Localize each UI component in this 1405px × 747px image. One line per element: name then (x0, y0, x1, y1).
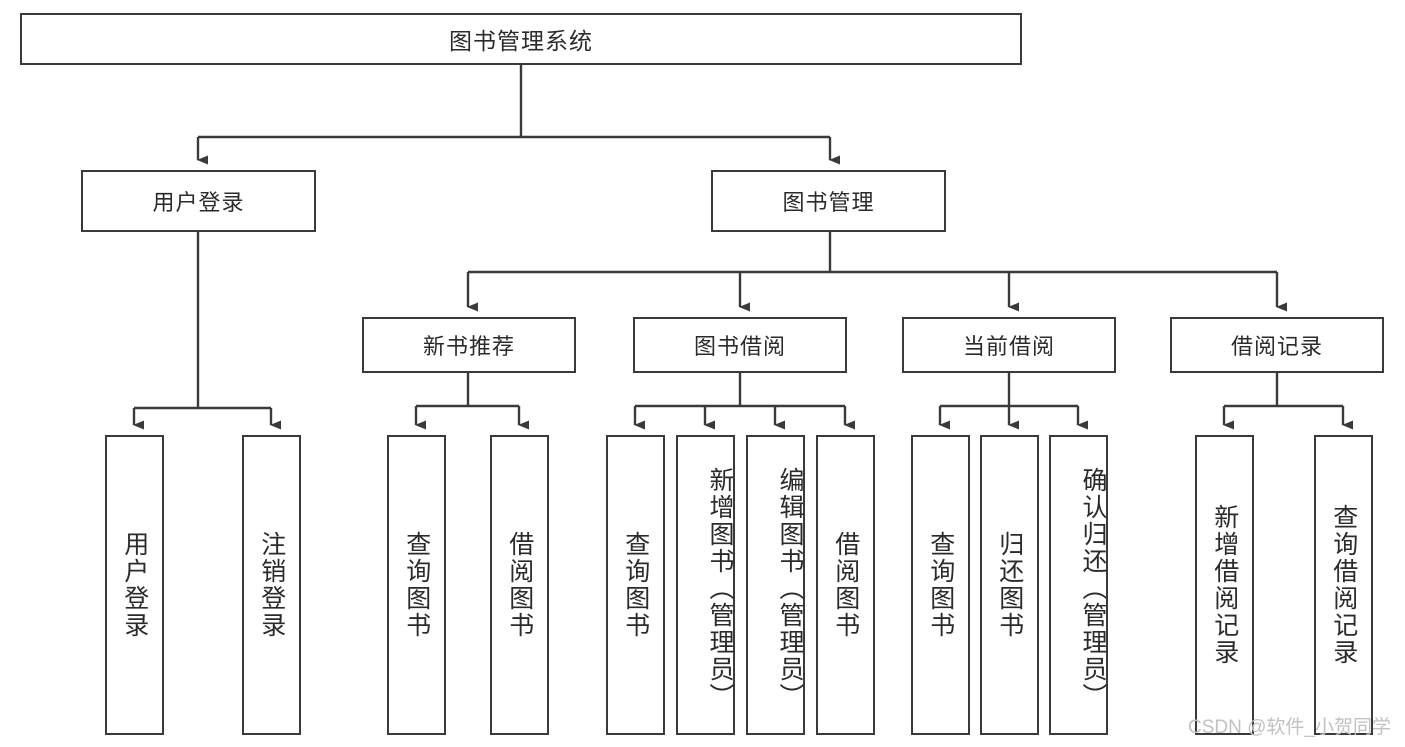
leaf-borrow-book-2-label: 借阅图书 (831, 531, 860, 639)
leaf-edit-book-label: 编辑图书（管理员） (776, 466, 804, 710)
node-borrow-record[interactable]: 借阅记录 (1170, 317, 1384, 373)
leaf-logout-login-label: 注销登录 (257, 531, 286, 639)
leaf-logout-login[interactable]: 注销登录 (242, 435, 301, 735)
leaf-add-book-label: 新增图书（管理员） (706, 466, 734, 710)
leaf-borrow-book-1-label: 借阅图书 (505, 531, 534, 639)
node-current-borrow-label: 当前借阅 (962, 334, 1055, 359)
leaf-edit-book[interactable]: 编辑图书（管理员） (746, 435, 805, 735)
csdn-watermark: CSDN @软件_小贺同学 (1188, 717, 1391, 738)
leaf-user-login-label: 用户登录 (120, 531, 149, 639)
leaf-query-book-1-label: 查询图书 (402, 531, 431, 639)
node-root-label: 图书管理系统 (449, 28, 593, 54)
leaf-query-book-2-label: 查询图书 (621, 531, 650, 639)
leaf-query-record-label: 查询借阅记录 (1329, 504, 1358, 666)
node-borrow-record-label: 借阅记录 (1230, 334, 1323, 359)
node-user-login-label: 用户登录 (152, 190, 245, 215)
leaf-borrow-book-1[interactable]: 借阅图书 (490, 435, 549, 735)
node-book-borrow[interactable]: 图书借阅 (633, 317, 847, 373)
leaf-query-book-3-label: 查询图书 (926, 531, 955, 639)
node-root-system[interactable]: 图书管理系统 (20, 13, 1022, 65)
leaf-return-book[interactable]: 归还图书 (980, 435, 1039, 735)
leaf-add-record[interactable]: 新增借阅记录 (1195, 435, 1254, 735)
node-book-management-label: 图书管理 (782, 190, 875, 215)
leaf-confirm-return[interactable]: 确认归还（管理员） (1049, 435, 1108, 735)
leaf-add-book[interactable]: 新增图书（管理员） (676, 435, 735, 735)
node-new-book-recommend-label: 新书推荐 (422, 334, 515, 359)
leaf-query-book-1[interactable]: 查询图书 (387, 435, 446, 735)
node-book-borrow-label: 图书借阅 (693, 334, 786, 359)
leaf-confirm-return-label: 确认归还（管理员） (1079, 466, 1107, 710)
leaf-query-book-3[interactable]: 查询图书 (911, 435, 970, 735)
leaf-user-login[interactable]: 用户登录 (105, 435, 164, 735)
node-current-borrow[interactable]: 当前借阅 (902, 317, 1116, 373)
leaf-add-record-label: 新增借阅记录 (1210, 504, 1239, 666)
node-new-book-recommend[interactable]: 新书推荐 (362, 317, 576, 373)
node-book-management[interactable]: 图书管理 (711, 170, 946, 232)
leaf-query-record[interactable]: 查询借阅记录 (1314, 435, 1373, 735)
leaf-query-book-2[interactable]: 查询图书 (606, 435, 665, 735)
node-user-login[interactable]: 用户登录 (81, 170, 316, 232)
leaf-return-book-label: 归还图书 (995, 531, 1024, 639)
leaf-borrow-book-2[interactable]: 借阅图书 (816, 435, 875, 735)
